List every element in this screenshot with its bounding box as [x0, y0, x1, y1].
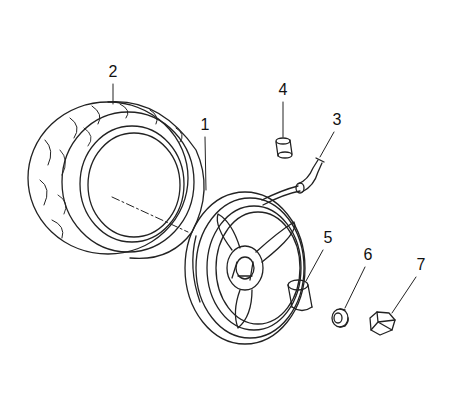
callout-number: 4	[279, 82, 288, 98]
nut	[370, 312, 395, 335]
tyre	[28, 102, 204, 259]
callout-number: 2	[109, 64, 118, 80]
valve-cap	[276, 138, 292, 158]
spacer	[288, 280, 312, 311]
callout-number: 7	[417, 257, 426, 273]
callout-number: 3	[333, 112, 342, 128]
callout-number: 6	[364, 247, 373, 263]
callout-number: 1	[201, 117, 210, 133]
callout-number: 5	[324, 230, 333, 246]
leader-lines	[113, 84, 416, 313]
valve	[262, 158, 324, 205]
washer	[332, 309, 348, 327]
rim	[185, 192, 305, 344]
